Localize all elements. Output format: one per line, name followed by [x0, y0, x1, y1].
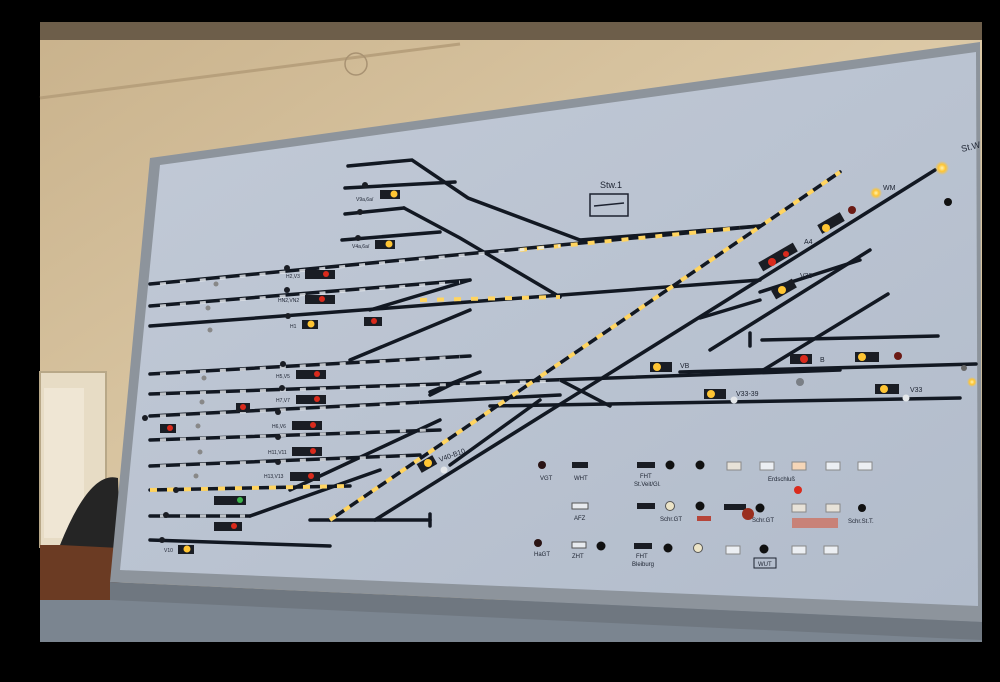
svg-text:H13,V13: H13,V13 — [264, 474, 284, 480]
svg-text:HaGT: HaGT — [534, 552, 550, 558]
svg-text:HN2,VN2: HN2,VN2 — [278, 298, 299, 304]
signal-labels: V9a,6a/ V4a,6a/ H2,V3 HN2,VN2 H1 H5,V5 H… — [164, 197, 374, 554]
fht-knob-1[interactable] — [665, 460, 675, 470]
label-v33b: V33 — [910, 387, 923, 394]
svg-text:FHT: FHT — [640, 474, 652, 480]
svg-text:V9a,6a/: V9a,6a/ — [356, 197, 374, 203]
edge-lamp — [967, 377, 977, 387]
label-b: B — [820, 357, 825, 364]
panel-base-strip — [110, 582, 982, 640]
ceiling-beam — [40, 22, 982, 40]
svg-text:V10: V10 — [164, 548, 173, 554]
svg-text:WUT: WUT — [758, 562, 772, 568]
vgt-knob[interactable] — [538, 461, 546, 469]
afz-button[interactable] — [571, 502, 589, 510]
station-label: Stw.1 — [600, 180, 622, 190]
label-a4: A4 — [804, 239, 813, 246]
svg-text:H5,V5: H5,V5 — [276, 374, 290, 380]
svg-text:H6,V6: H6,V6 — [272, 424, 286, 430]
hagt-knob[interactable] — [534, 539, 542, 547]
svg-text:H2,V3: H2,V3 — [286, 274, 300, 280]
svg-text:Schr.GT: Schr.GT — [752, 518, 774, 524]
svg-text:VGT: VGT — [540, 476, 553, 482]
svg-text:V4a,6a/: V4a,6a/ — [352, 244, 370, 250]
svg-text:Bleiburg: Bleiburg — [632, 562, 654, 568]
svg-text:H7,V7: H7,V7 — [276, 398, 290, 404]
svg-text:WHT: WHT — [574, 476, 588, 482]
wall-outlet — [344, 52, 368, 76]
wut-knob[interactable] — [759, 544, 769, 554]
svg-text:Schr.GT: Schr.GT — [660, 517, 682, 523]
control-area — [534, 460, 873, 569]
erdschluss-lamp — [794, 486, 802, 494]
station-box — [589, 193, 629, 217]
control-labels: VGT WHT FHT St.Veit/Gl. Erdschluß AFZ Sc… — [534, 474, 874, 568]
label-v3339: V33-39 — [736, 391, 759, 398]
svg-text:St.Veit/Gl.: St.Veit/Gl. — [634, 482, 661, 488]
wht-plate — [572, 462, 588, 468]
svg-text:H1: H1 — [290, 324, 297, 330]
label-wm: WM — [883, 185, 896, 192]
svg-text:FHT: FHT — [636, 554, 648, 560]
svg-text:ZHT: ZHT — [572, 554, 584, 560]
desk — [40, 545, 120, 607]
svg-text:Schr.St.T.: Schr.St.T. — [848, 519, 874, 525]
fht-knob-2[interactable] — [695, 460, 705, 470]
corner-label: St.W — [960, 139, 982, 154]
zht-knob[interactable] — [596, 541, 606, 551]
person-silhouette — [60, 477, 120, 548]
wall-rail — [39, 42, 461, 100]
svg-text:AFZ: AFZ — [574, 516, 586, 522]
lit-route — [149, 170, 842, 522]
svg-text:Erdschluß: Erdschluß — [768, 477, 795, 483]
label-vb: VB — [680, 363, 690, 370]
svg-text:H11,V11: H11,V11 — [268, 450, 287, 456]
track-buttons — [142, 182, 910, 543]
track-segment-marks — [159, 244, 561, 518]
schr-gt-knob[interactable] — [742, 508, 754, 520]
signal-plates — [160, 161, 952, 554]
label-v33a: V33 — [800, 273, 813, 280]
